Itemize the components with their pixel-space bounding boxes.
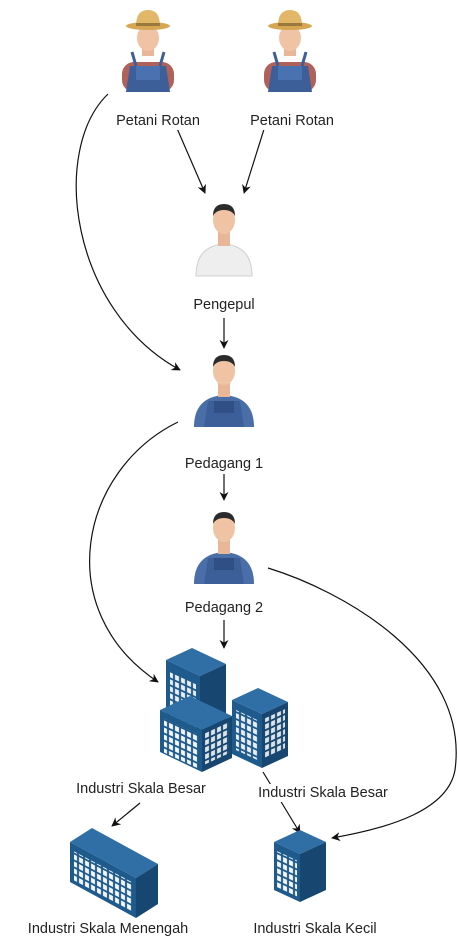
building-wide-icon xyxy=(70,828,158,918)
edge-farmer1-to-collector xyxy=(175,125,206,194)
node-label-collector: Pengepul xyxy=(193,296,255,314)
node-label-industry-medium: Industri Skala Menengah xyxy=(27,920,189,938)
person-white-shirt-icon xyxy=(195,203,253,277)
farmer-icon xyxy=(120,8,176,94)
node-label-farmer-2: Petani Rotan xyxy=(250,112,334,130)
node-label-trader-1: Pedagang 1 xyxy=(184,455,264,473)
building-small-icon xyxy=(274,830,326,902)
edge-industry-large-to-small xyxy=(262,771,301,834)
farmer-icon xyxy=(262,8,318,94)
edge-farmer1-to-trader1 xyxy=(75,93,181,371)
edge-farmer2-to-collector xyxy=(242,125,266,194)
worker-icon xyxy=(194,355,254,427)
node-label-industry-large-2: Industri Skala Besar xyxy=(258,784,388,802)
node-label-industry-large-1: Industri Skala Besar xyxy=(76,780,206,798)
building-cluster-icon xyxy=(160,648,288,772)
node-label-trader-2: Pedagang 2 xyxy=(184,599,264,617)
node-label-industry-small: Industri Skala Kecil xyxy=(253,920,377,938)
worker-icon xyxy=(194,512,254,584)
edge-trader2-to-industry-small xyxy=(267,567,457,842)
edge-trader1-to-industry-large xyxy=(89,421,179,683)
edge-industry-large-to-medium xyxy=(111,802,141,827)
node-label-farmer-1: Petani Rotan xyxy=(116,112,200,130)
